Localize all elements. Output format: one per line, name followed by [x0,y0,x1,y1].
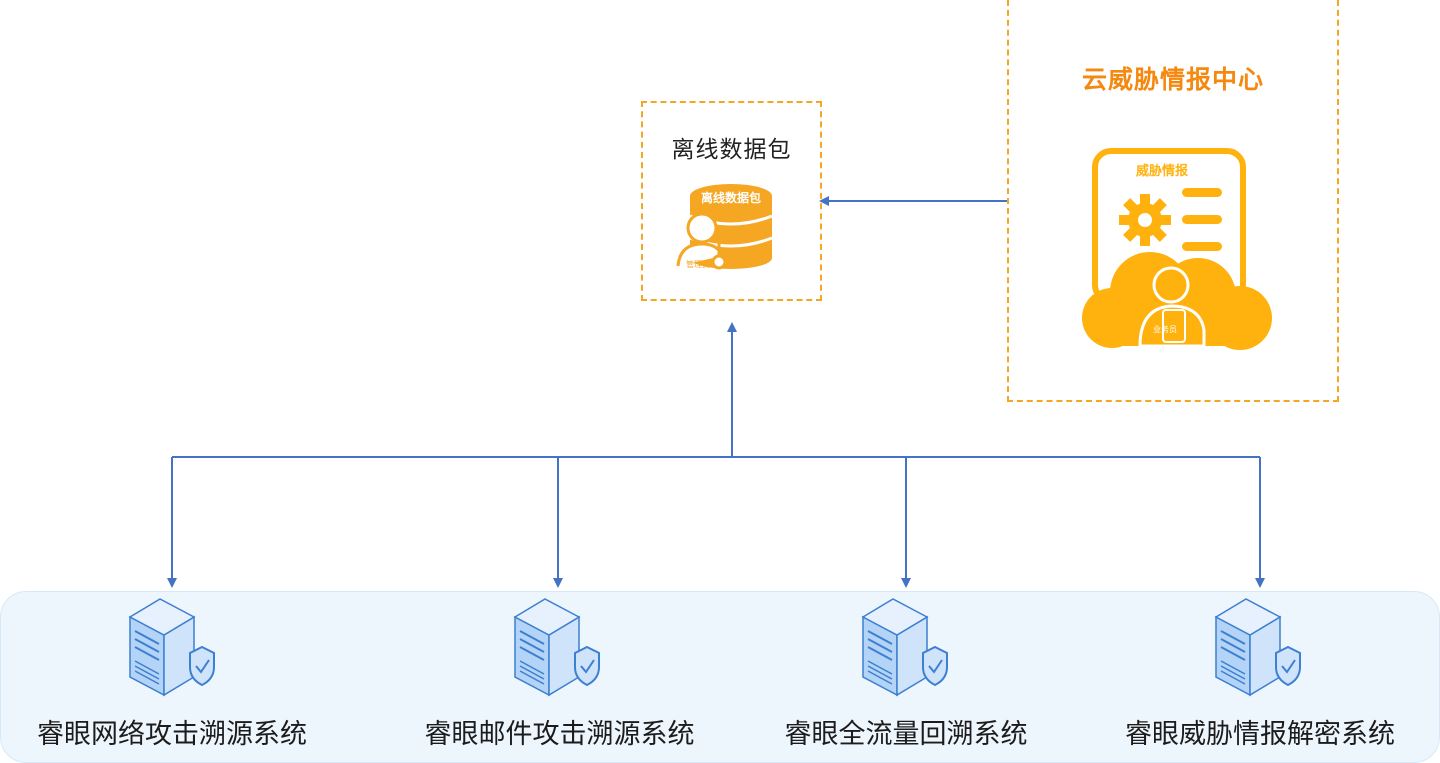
server-icon-1 [129,598,215,696]
system-label-1: 睿眼网络攻击溯源系统 [37,719,307,750]
system-label-2: 睿眼邮件攻击溯源系统 [424,719,695,750]
server-icon-3 [862,598,948,696]
admin-badge-label: 管理员 [686,259,710,269]
server-icon-4 [1215,598,1301,696]
offline-package-title: 离线数据包 [671,137,792,163]
server-icon-2 [514,598,600,696]
cloud-intel-center-box [1007,0,1339,402]
system-label-4: 睿眼威胁情报解密系统 [1125,719,1395,750]
offline-database-icon-label: 离线数据包 [701,190,761,205]
cloud-intel-center-title: 云威胁情报中心 [1081,65,1264,94]
gear-icon [1119,194,1171,246]
systems-panel [0,591,1440,763]
staff-badge-label: 业务员 [1153,324,1177,334]
threat-intel-icon-label: 威胁情报 [1136,163,1189,179]
system-label-3: 睿眼全流量回溯系统 [784,719,1028,750]
